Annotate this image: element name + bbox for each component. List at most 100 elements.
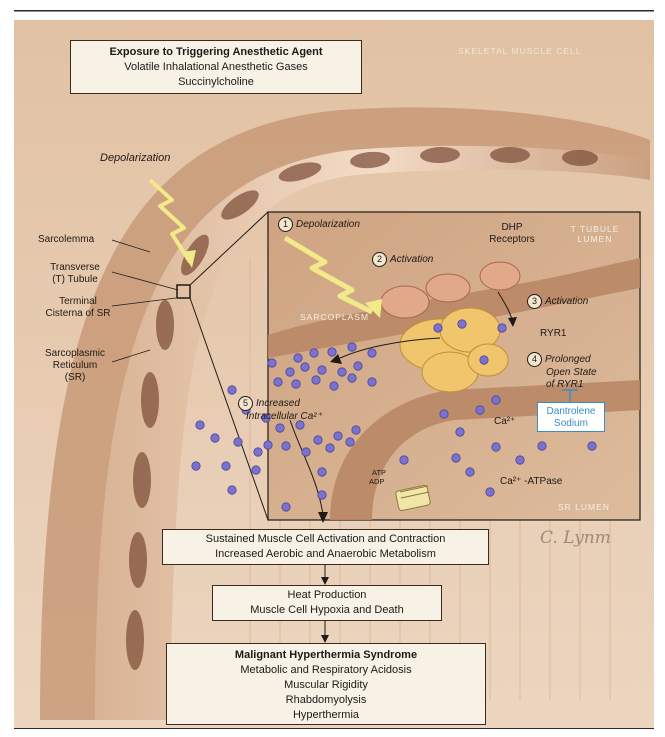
flow3-title: Malignant Hyperthermia Syndrome: [167, 648, 485, 663]
step4-text-2: Open State: [527, 367, 597, 379]
calcium-ion: [312, 376, 320, 384]
top-rule: [14, 10, 654, 12]
atpase-label: Ca²⁺ -ATPase: [500, 476, 562, 488]
calcium-ion: [318, 491, 326, 499]
t-tubule-lumen-label: T TUBULE LUMEN: [560, 224, 630, 244]
calcium-ion: [452, 454, 460, 462]
trigger-box: Exposure to Triggering Anesthetic Agent …: [70, 40, 362, 94]
calcium-ion: [228, 486, 236, 494]
calcium-ion: [328, 348, 336, 356]
step2-number: 2: [372, 252, 387, 267]
step4-number: 4: [527, 352, 542, 367]
calcium-ion: [466, 468, 474, 476]
step4-label: 4Prolonged Open State of RYR1: [527, 352, 597, 391]
calcium-ion: [434, 324, 442, 332]
label-terminal-1: Terminal: [38, 296, 118, 308]
flow2-line-2: Muscle Cell Hypoxia and Death: [213, 603, 441, 618]
artist-signature: C. Lynm: [540, 528, 611, 548]
calcium-ion: [492, 443, 500, 451]
calcium-ion: [348, 374, 356, 382]
calcium-ion: [480, 356, 488, 364]
calcium-ion: [264, 441, 272, 449]
flow-box-1: Sustained Muscle Cell Activation and Con…: [162, 529, 489, 565]
calcium-ion: [330, 382, 338, 390]
dantrolene-box: Dantrolene Sodium: [537, 402, 605, 432]
calcium-ion: [354, 362, 362, 370]
calcium-ion: [498, 324, 506, 332]
label-sarcolemma: Sarcolemma: [38, 234, 94, 246]
dantrolene-line-2: Sodium: [538, 418, 604, 430]
calcium-ion: [222, 462, 230, 470]
flow3-line-1: Metabolic and Respiratory Acidosis: [167, 663, 485, 678]
step2-label: 2Activation: [372, 252, 433, 267]
calcium-ion: [294, 354, 302, 362]
dantrolene-inhibit-bar: [560, 388, 580, 402]
calcium-ion: [588, 442, 596, 450]
label-sr-1: Sarcoplasmic: [38, 348, 112, 360]
calcium-ion: [286, 368, 294, 376]
calcium-ion: [228, 386, 236, 394]
flow-box-2: Heat Production Muscle Cell Hypoxia and …: [212, 585, 442, 621]
flow-box-3: Malignant Hyperthermia Syndrome Metaboli…: [166, 643, 486, 725]
trigger-line-1: Volatile Inhalational Anesthetic Gases: [71, 60, 361, 75]
calcium-ion: [348, 343, 356, 351]
step5-text-2: Intracellular Ca²⁺: [238, 411, 322, 423]
calcium-ion: [192, 462, 200, 470]
ca-label: Ca²⁺: [494, 416, 515, 428]
flow-arrow-1: [320, 565, 330, 585]
calcium-ion: [352, 426, 360, 434]
t-tubule-lumen-2: LUMEN: [560, 234, 630, 244]
calcium-ion: [274, 378, 282, 386]
calcium-ion: [302, 448, 310, 456]
bottom-rule: [14, 728, 654, 729]
label-t-tubule-1: Transverse: [38, 262, 112, 274]
step5-text-1: Increased: [256, 398, 300, 409]
calcium-ion: [282, 503, 290, 511]
cell-label: SKELETAL MUSCLE CELL: [458, 46, 581, 56]
calcium-ion: [282, 442, 290, 450]
label-sr: Sarcoplasmic Reticulum (SR): [38, 348, 112, 384]
calcium-ion: [318, 468, 326, 476]
dhp-label-2: Receptors: [482, 234, 542, 246]
calcium-ion: [476, 406, 484, 414]
step3-text: Activation: [545, 296, 588, 307]
flow3-line-2: Muscular Rigidity: [167, 678, 485, 693]
adp-label: ADP: [369, 476, 384, 488]
calcium-ion: [338, 368, 346, 376]
sr-lumen-label: SR LUMEN: [558, 502, 610, 512]
flow1-line-1: Sustained Muscle Cell Activation and Con…: [163, 532, 488, 547]
calcium-ion: [314, 436, 322, 444]
calcium-ion: [292, 380, 300, 388]
calcium-ion: [301, 363, 309, 371]
calcium-ion: [538, 442, 546, 450]
t-tubule-lumen-1: T TUBULE: [560, 224, 630, 234]
label-terminal-2: Cisterna of SR: [38, 308, 118, 320]
step1-number: 1: [278, 217, 293, 232]
calcium-ion: [346, 438, 354, 446]
calcium-ion: [252, 466, 260, 474]
calcium-ion: [440, 410, 448, 418]
calcium-ion: [254, 448, 262, 456]
calcium-ion: [268, 359, 276, 367]
calcium-ion: [234, 438, 242, 446]
label-sr-3: (SR): [38, 372, 112, 384]
dhp-label: DHP Receptors: [482, 222, 542, 246]
step5-number: 5: [238, 396, 253, 411]
calcium-ion: [368, 349, 376, 357]
step2-text: Activation: [390, 254, 433, 265]
calcium-ion: [211, 434, 219, 442]
calcium-ion: [196, 421, 204, 429]
calcium-ion: [310, 349, 318, 357]
flow3-line-4: Hyperthermia: [167, 708, 485, 723]
calcium-ion: [318, 366, 326, 374]
ryr1-label: RYR1: [540, 328, 567, 340]
label-t-tubule: Transverse (T) Tubule: [38, 262, 112, 286]
calcium-ion: [276, 424, 284, 432]
step1-text: Depolarization: [296, 219, 360, 230]
trigger-line-2: Succinylcholine: [71, 75, 361, 90]
flow-arrow-2: [320, 621, 330, 643]
